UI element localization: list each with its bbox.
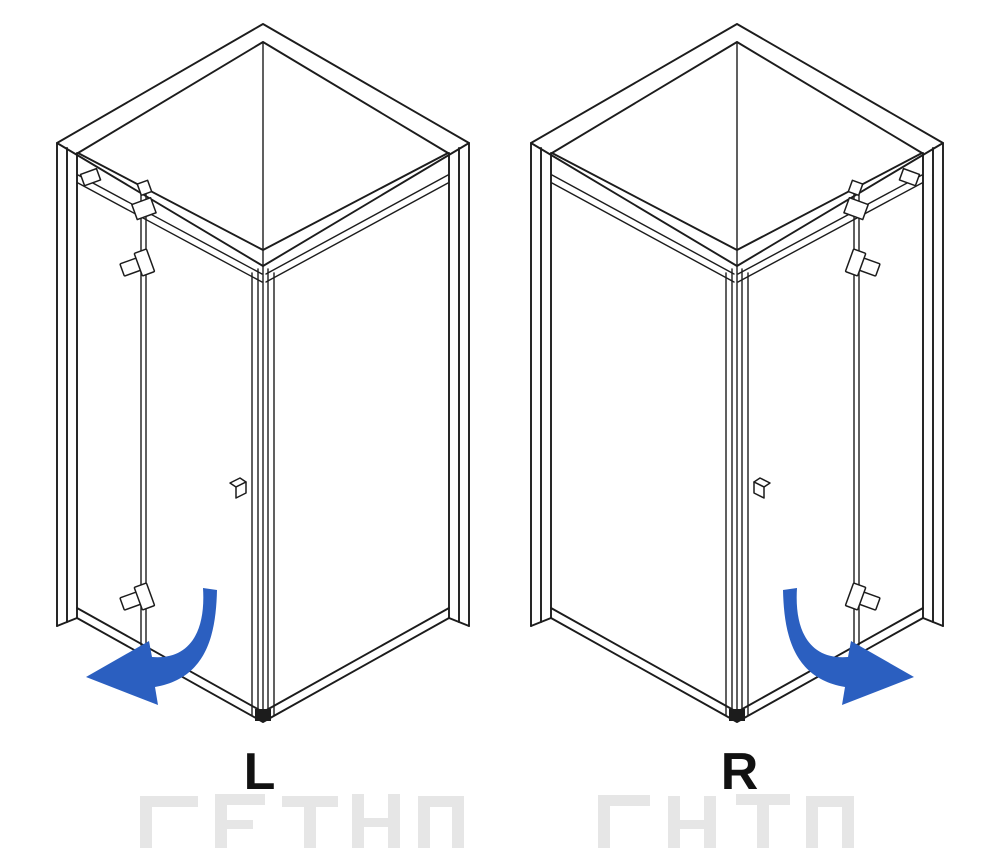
shower-enclosure-right-drawing <box>520 6 960 746</box>
door-variant-label-right: R <box>720 743 760 801</box>
door-variant-label-left: L <box>243 743 277 801</box>
shower-enclosure-left-drawing <box>40 6 480 746</box>
enclosure-wireframe-left <box>57 24 469 722</box>
enclosure-wireframe-right <box>531 24 943 722</box>
figure-left-variant: L <box>40 6 480 798</box>
figures-row: L R <box>0 0 999 798</box>
cutoff-watermark-fragments <box>140 794 854 848</box>
figure-right-variant: R <box>520 6 960 798</box>
